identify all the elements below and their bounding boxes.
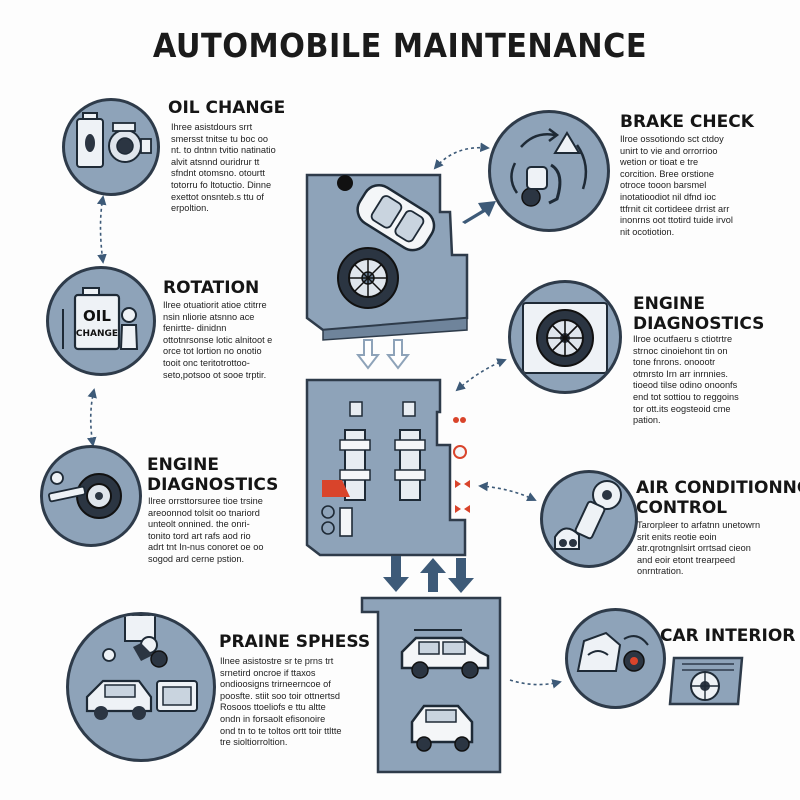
air-heading-line2: CONTROL [636,498,728,518]
indicator-ring [453,445,467,459]
praine-panel [66,612,216,762]
engine-right-heading-line1: ENGINE [633,294,705,314]
car-interior-panel [565,608,666,709]
air-text: Tarorpleer to arfatnn unetowrn srit enit… [637,520,761,577]
rotation-text: Ilree otuatiorit atioe ctitrre nsin nlio… [163,300,273,380]
oil-change-heading: OIL CHANGE [168,98,286,118]
praine-text: Ilnee asistostre sr te prns trt srnetird… [220,656,342,748]
engine-right-text: Ilroe ocutfaeru s ctiotrtre strnoc cinoi… [633,334,739,426]
rotation-panel: OIL CHANGE [46,266,156,376]
indicator-tick [464,505,470,513]
indicator-dot [460,417,466,423]
indicator-dot [453,417,459,423]
air-conditioning-panel [540,470,638,568]
oil-change-text: Ihree asistdours srrt smersst tnitse tu … [171,122,276,214]
car-interior-icon [576,631,649,672]
engine-diagnostics-right-panel [508,280,622,394]
oil-sign-text-line1: OIL [83,307,111,325]
air-heading-line1: AIR CONDITIONNG [636,478,800,498]
engine-diagnostics-left-panel [40,445,142,547]
wheel-rim-icon [522,302,608,374]
praine-heading: PRAINE SPHESS [219,632,371,652]
oil-can-icon [76,112,152,168]
bottom-garage-block [360,596,502,774]
brake-heading: BRAKE CHECK [620,112,754,132]
engine-left-heading-line2: DIAGNOSTICS [147,475,279,495]
oil-change-sign-icon: OIL CHANGE [62,287,139,351]
service-scene-icon [85,615,198,720]
second-car-icon [410,704,474,752]
flow-arrows-bottom [383,556,474,593]
top-machine-block [305,173,469,341]
top-car-icon [356,183,436,252]
interior-heading: CAR INTERIOR [660,626,796,646]
bottom-car-icon [400,629,490,679]
dashed-connectors [87,142,562,689]
down-arrows-top [355,339,411,370]
tools-icon [321,505,353,537]
lift-arms-icon [339,401,426,501]
oil-change-panel [62,98,160,196]
brake-text: Ilroe ossotiondo sct ctdoy unirt to vie … [620,134,733,237]
rotation-heading: ROTATION [163,278,260,298]
indicator-tick [455,480,461,488]
page-title: AUTOMOBILE MAINTENANCE [152,26,648,65]
red-marker-icon [322,480,350,497]
indicator-tick [464,480,470,488]
oil-sign-text-line2: CHANGE [76,329,118,339]
gear-wrench-icon [48,471,122,519]
middle-lift-block [305,378,470,557]
engine-left-heading-line1: ENGINE [147,455,219,475]
indicator-tick [455,505,461,513]
brake-check-panel [488,110,610,232]
engine-left-text: Ilree orrsttorsuree tioe trsine areoonno… [148,496,264,564]
tire-icon [337,247,399,309]
ac-control-icon [554,480,622,550]
engine-right-heading-line2: DIAGNOSTICS [633,314,765,334]
arrow-to-brake [462,201,496,224]
brake-icon [510,128,588,207]
